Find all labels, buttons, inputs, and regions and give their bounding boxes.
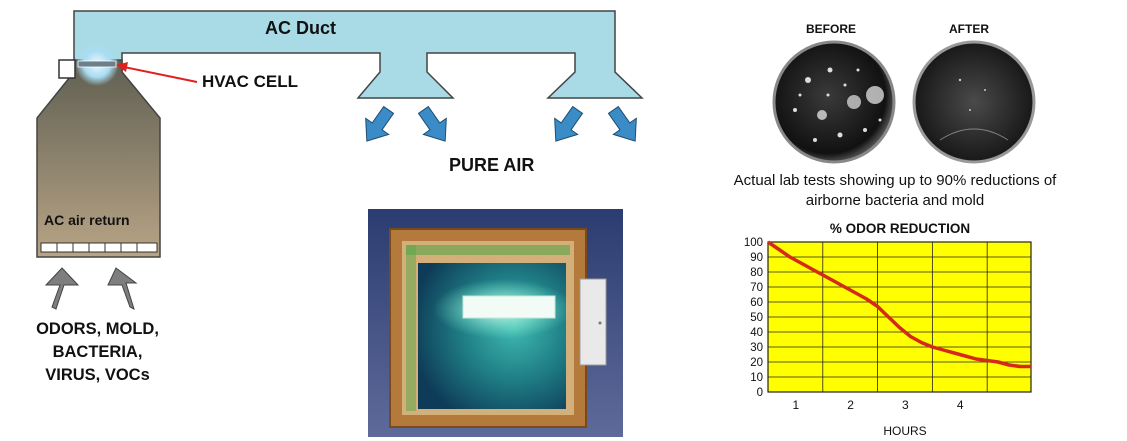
contaminants-line-1: ODORS, MOLD,: [36, 320, 159, 338]
y-tick-label: 20: [750, 357, 763, 369]
y-tick-label: 40: [750, 327, 763, 339]
y-tick-label: 30: [750, 342, 763, 354]
lab-caption-line-2: airborne bacteria and mold: [805, 192, 985, 209]
x-tick-label: 3: [902, 398, 909, 412]
x-tick-label: 1: [792, 398, 799, 412]
y-tick-label: 80: [750, 267, 763, 279]
y-tick-label: 100: [744, 237, 763, 249]
y-tick-label: 50: [750, 312, 763, 324]
pure-air-arrow-1: [365, 105, 395, 142]
lab-caption-line-1: Actual lab tests showing up to 90% reduc…: [733, 172, 1057, 189]
x-tick-label: 2: [847, 398, 854, 412]
hvac-cell-label: HVAC CELL: [202, 72, 299, 91]
y-tick-label: 60: [750, 297, 763, 309]
intake-arrow-left: [44, 267, 80, 310]
return-label: AC air return: [44, 212, 130, 228]
contaminants-line-3: VIRUS, VOCs: [45, 366, 150, 384]
before-label: BEFORE: [806, 22, 857, 36]
x-tick-label: 4: [957, 398, 964, 412]
petri-dish-after: [912, 40, 1036, 164]
y-tick-label: 10: [750, 372, 763, 384]
pure-air-arrow-4: [607, 105, 637, 142]
y-tick-label: 90: [750, 252, 763, 264]
petri-dishes: [772, 40, 1036, 164]
return-grille: [40, 242, 158, 253]
after-label: AFTER: [949, 22, 989, 36]
y-tick-label: 70: [750, 282, 763, 294]
odor-reduction-line: [767, 240, 1031, 369]
ac-duct: [73, 10, 644, 99]
hvac-diagram: [36, 10, 644, 310]
contaminants-label: ODORS, MOLD, BACTERIA, VIRUS, VOCs: [10, 318, 185, 387]
pure-air-arrow-3: [554, 105, 584, 142]
intake-arrow-right: [107, 267, 138, 310]
uv-cell-photo: [368, 209, 623, 437]
contaminants-line-2: BACTERIA,: [52, 343, 143, 361]
pure-air-label: PURE AIR: [449, 155, 535, 175]
y-tick-label: 0: [757, 387, 763, 399]
lab-caption: Actual lab tests showing up to 90% reduc…: [685, 171, 1105, 211]
cell-pointer-arrow: [116, 62, 198, 83]
chart-title: % ODOR REDUCTION: [829, 221, 971, 236]
x-axis-label: HOURS: [883, 424, 926, 438]
cell-mount-tab: [58, 59, 76, 79]
duct-label: AC Duct: [265, 18, 336, 38]
petri-dish-before: [772, 40, 896, 164]
pure-air-arrow-2: [417, 105, 447, 142]
